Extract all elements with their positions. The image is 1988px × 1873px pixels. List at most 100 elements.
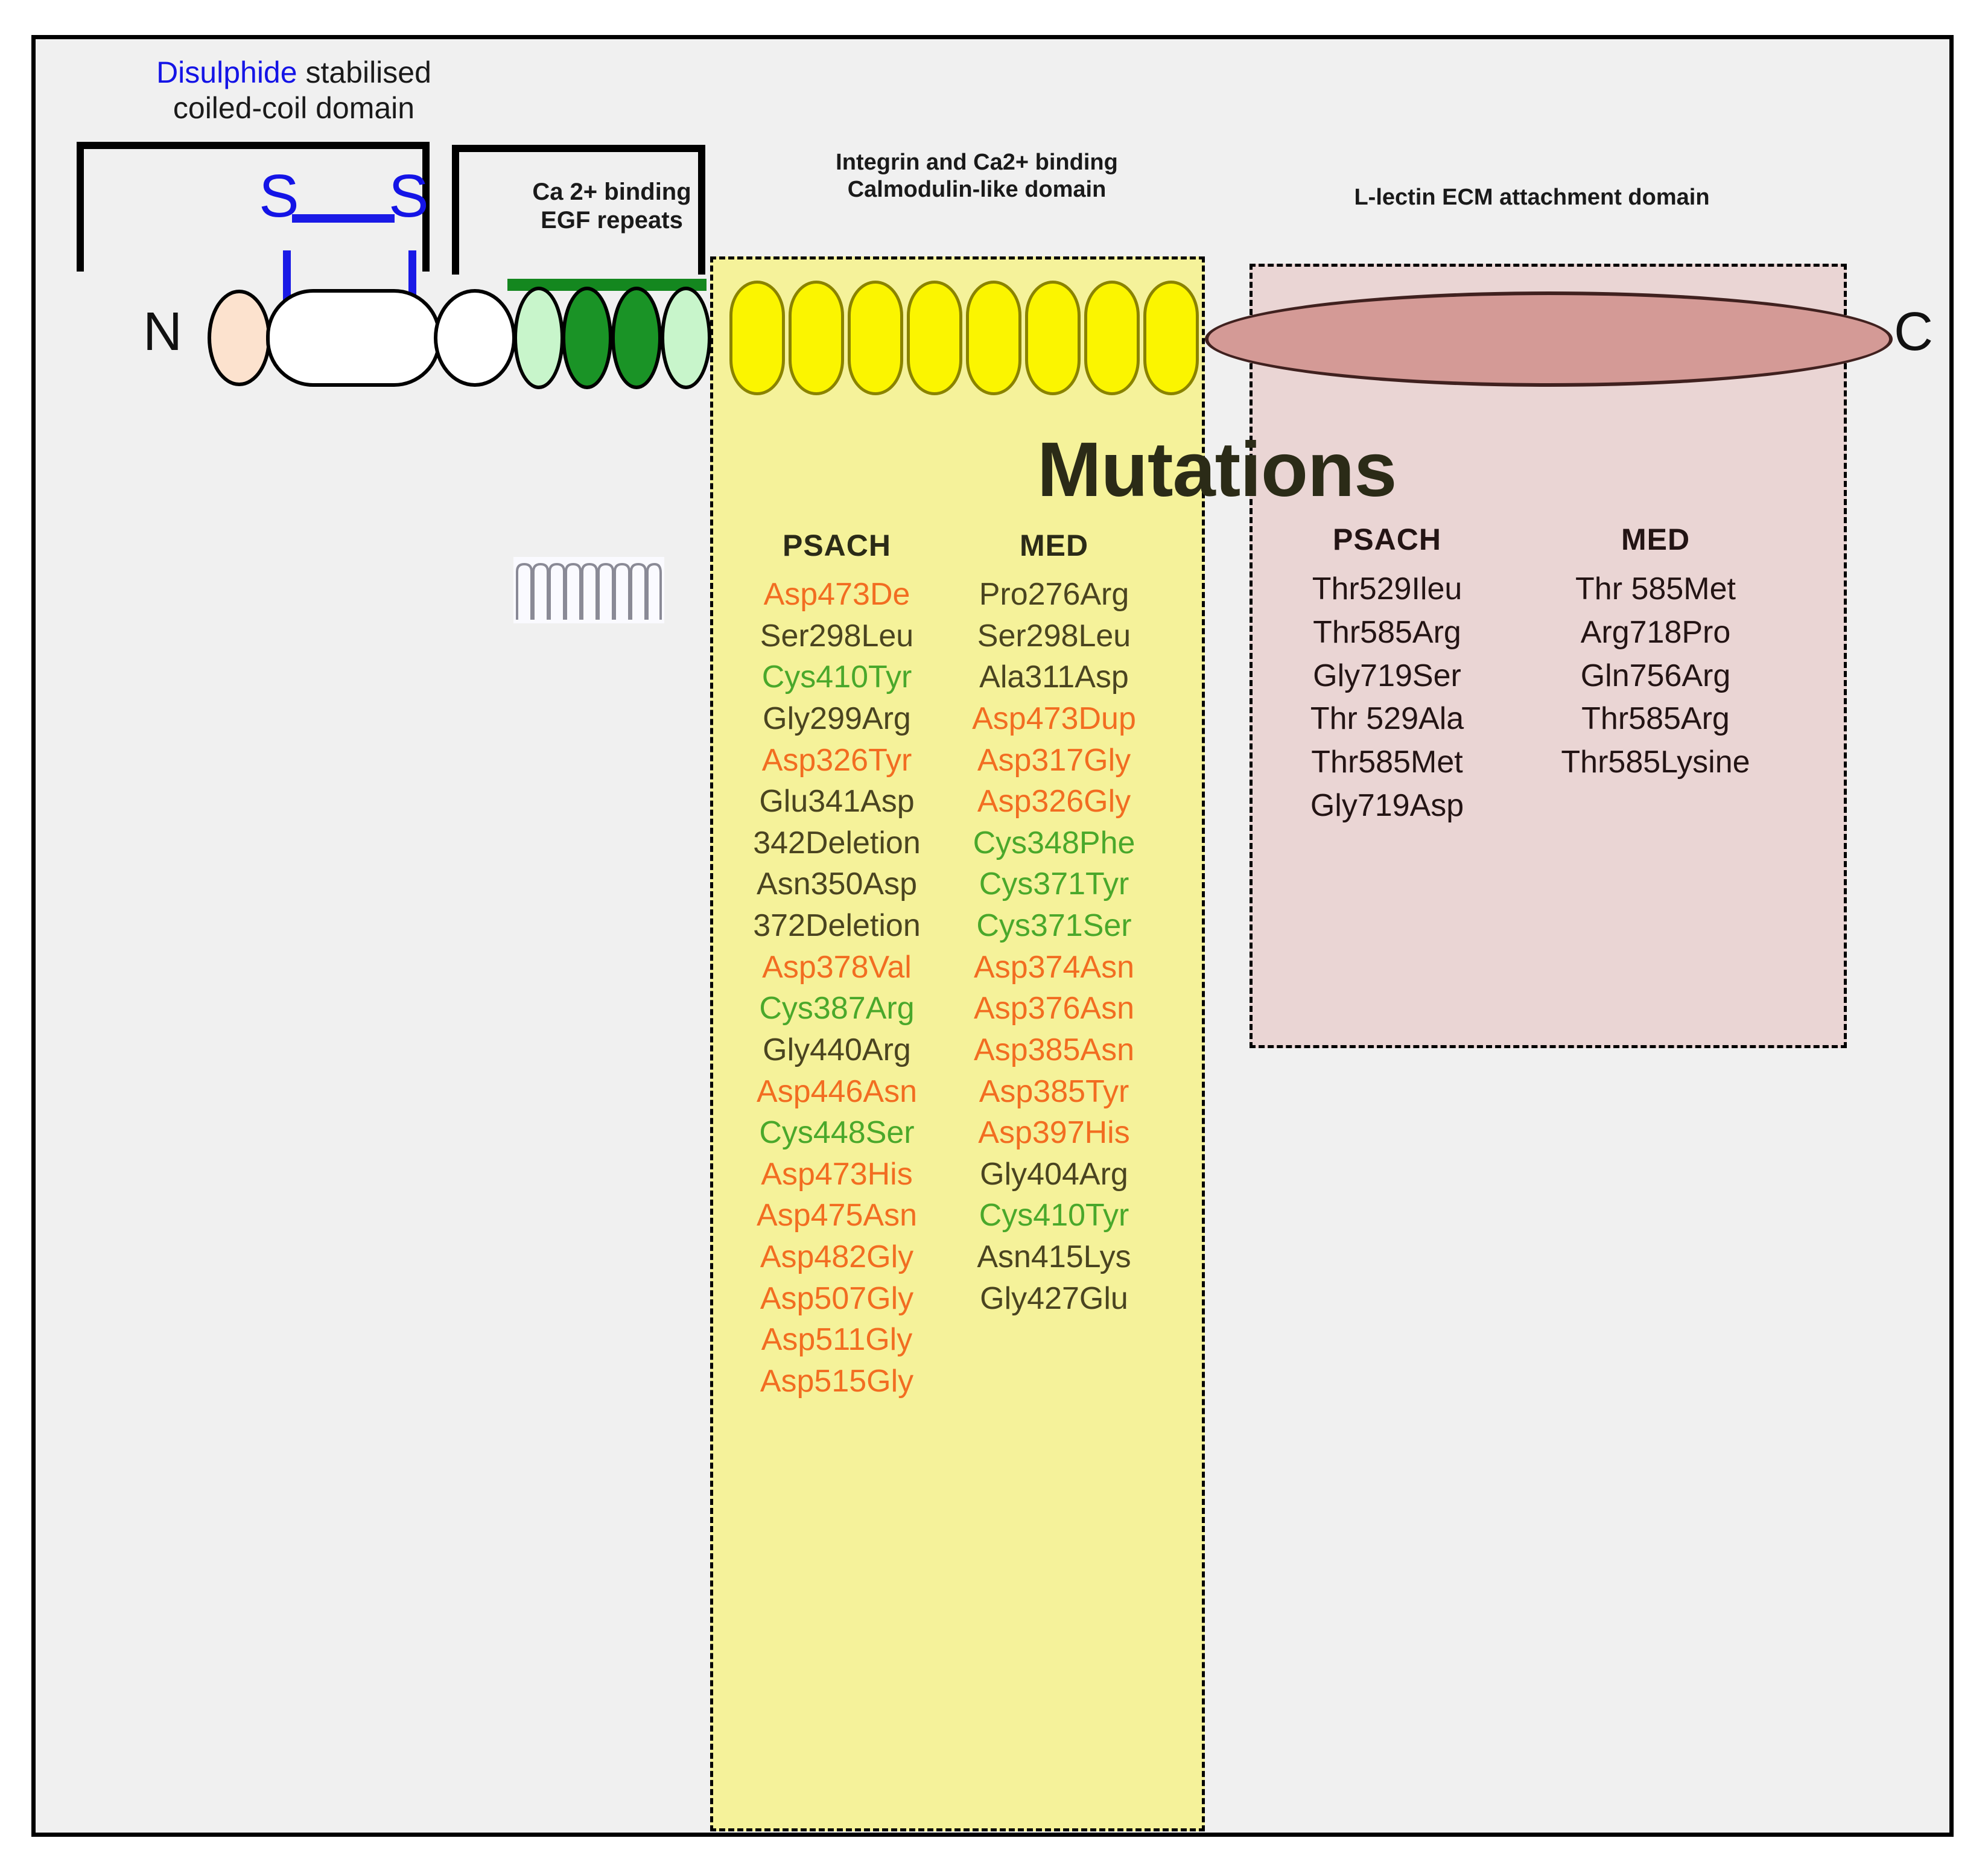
diagram-panel: Disulphide stabilised coiled-coil domain… xyxy=(31,35,1954,1837)
mutation-entry: Thr585Arg xyxy=(1313,614,1461,650)
mutation-entry: Asp507Gly xyxy=(760,1280,914,1316)
mutation-entry: Thr529Ileu xyxy=(1312,571,1462,606)
mutation-entry: Asn350Asp xyxy=(757,867,917,902)
mutation-entry: Gly719Asp xyxy=(1310,787,1464,823)
tsp3-repeat-4 xyxy=(907,281,962,395)
mutation-entry: Gly719Ser xyxy=(1313,658,1461,693)
mutation-entry: Pro276Arg xyxy=(979,577,1129,612)
tsp3-repeat-2 xyxy=(789,281,844,395)
mutation-entry: Thr 585Met xyxy=(1575,571,1736,606)
tsp3-repeat-8 xyxy=(1143,281,1199,395)
c-terminus-label: C xyxy=(1894,302,1933,362)
lectin-ecm-ellipse xyxy=(1205,291,1893,387)
mutation-entry: Asn415Lys xyxy=(977,1239,1131,1274)
egf-label-line2: EGF repeats xyxy=(541,207,683,234)
lectin-psach-header: PSACH xyxy=(1332,523,1442,556)
mutation-entry: Gly404Arg xyxy=(980,1156,1128,1192)
mutation-entry: Cys410Tyr xyxy=(761,660,912,695)
disulphide-s-right: S xyxy=(389,162,429,230)
mutation-entry: Gly427Glu xyxy=(980,1280,1128,1316)
coiled-coil-capsule xyxy=(266,289,664,623)
mutation-entry: Ser298Leu xyxy=(760,618,914,653)
disulphide-bond-bar xyxy=(292,214,395,223)
mutation-entry: Cys371Ser xyxy=(976,908,1132,943)
spring-svg xyxy=(516,562,662,620)
coiled-coil-line2: coiled-coil domain xyxy=(173,91,415,125)
coiled-coil-spring-icon xyxy=(513,557,664,623)
mutation-entry: Asp473His xyxy=(761,1156,913,1192)
mutation-entry: Glu341Asp xyxy=(759,784,915,819)
tsp3-repeat-1 xyxy=(729,281,785,395)
lectin-med-header: MED xyxy=(1621,523,1691,556)
mutation-entry: Cys410Tyr xyxy=(979,1198,1129,1233)
calmodulin-med-header: MED xyxy=(1019,529,1089,562)
mutation-entry: Ala311Asp xyxy=(979,660,1129,695)
coiled-coil-bracket xyxy=(77,142,430,272)
n-terminus-label: N xyxy=(143,302,182,362)
egf-repeat-4 xyxy=(661,287,711,389)
egf-repeat-3 xyxy=(611,287,662,389)
mutation-entry: Thr585Arg xyxy=(1581,701,1730,737)
egf-repeat-1 xyxy=(513,287,564,389)
mutation-entry: Gln756Arg xyxy=(1580,658,1731,693)
mutation-entry: Asp475Asn xyxy=(757,1198,917,1233)
mutation-entry: Asp397His xyxy=(978,1115,1130,1151)
mutation-entry: Asp482Gly xyxy=(760,1239,914,1274)
mutation-entry: Thr585Met xyxy=(1311,745,1463,780)
mutations-title: Mutations xyxy=(1037,427,1397,513)
stabilised-word: stabilised xyxy=(297,56,431,89)
mutation-entry: Cys348Phe xyxy=(973,825,1135,860)
mutation-entry: Arg718Pro xyxy=(1580,614,1731,650)
mutation-entry: Cys448Ser xyxy=(759,1115,915,1151)
tsp3-repeat-6 xyxy=(1025,281,1081,395)
integrin-label-line2: Calmodulin-like domain xyxy=(847,176,1107,202)
calmodulin-psach-header: PSACH xyxy=(782,529,892,562)
lectin-domain-label: L-lectin ECM attachment domain xyxy=(1354,185,1710,210)
egf-repeats-label: Ca 2+ binding EGF repeats xyxy=(494,178,729,235)
calmodulin-domain-region-box xyxy=(710,256,1205,1831)
mutation-entry: Asp473De xyxy=(763,577,910,612)
tsp3-repeat-3 xyxy=(848,281,903,395)
mutation-entry: Cys387Arg xyxy=(759,991,915,1026)
egf-repeats-bracket xyxy=(452,145,705,275)
mutation-entry: Gly299Arg xyxy=(763,701,911,736)
mutation-entry: 342Deletion xyxy=(753,825,921,860)
integrin-label-line1: Integrin and Ca2+ binding xyxy=(836,150,1118,175)
coiled-coil-end-globule xyxy=(434,289,516,387)
mutation-entry: Thr 529Ala xyxy=(1310,701,1464,737)
n-terminal-globule xyxy=(208,290,271,386)
integrin-calmodulin-label: Integrin and Ca2+ binding Calmodulin-lik… xyxy=(754,149,1200,203)
mutation-entry: Asp326Gly xyxy=(977,784,1131,819)
mutation-entry: Asp317Gly xyxy=(977,742,1131,778)
mutation-entry: Asp385Asn xyxy=(974,1032,1134,1067)
mutation-entry: Gly440Arg xyxy=(763,1032,911,1067)
egf-calcium-bar xyxy=(507,279,707,291)
coiled-coil-domain-label: Disulphide stabilised coiled-coil domain xyxy=(107,55,481,126)
mutation-entry: Asp446Asn xyxy=(757,1073,917,1109)
lectin-domain-region-box xyxy=(1250,264,1847,1048)
mutation-entry: Cys371Tyr xyxy=(979,867,1129,902)
tsp3-repeat-5 xyxy=(966,281,1021,395)
mutation-entry: Asp515Gly xyxy=(760,1363,914,1399)
mutation-entry: 372Deletion xyxy=(753,908,921,943)
mutation-entry: Asp378Val xyxy=(762,949,912,985)
mutation-entry: Asp376Asn xyxy=(974,991,1134,1026)
mutation-entry: Ser298Leu xyxy=(977,618,1131,653)
mutation-entry: Thr585Lysine xyxy=(1561,745,1750,780)
mutation-entry: Asp326Tyr xyxy=(761,742,912,778)
egf-repeat-2 xyxy=(562,287,612,389)
mutation-entry: Asp374Asn xyxy=(974,949,1134,985)
disulphide-word: Disulphide xyxy=(156,56,297,89)
mutation-entry: Asp385Tyr xyxy=(979,1073,1129,1109)
tsp3-repeat-7 xyxy=(1084,281,1140,395)
mutation-entry: Asp473Dup xyxy=(972,701,1136,736)
